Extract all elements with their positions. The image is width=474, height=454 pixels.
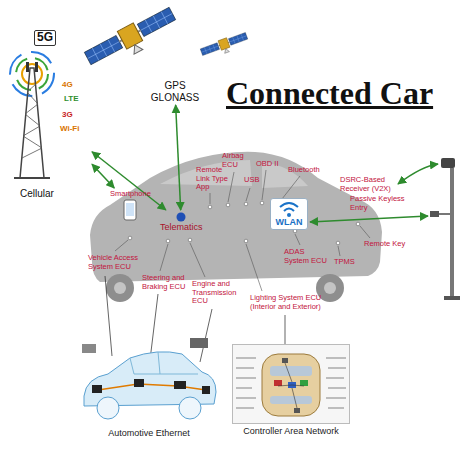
node-text: 3G — [62, 110, 73, 119]
node-text: Telematics — [160, 222, 203, 232]
component-label: Passive Keyless Entry — [350, 195, 414, 212]
component-label: Airbag ECU — [222, 152, 252, 169]
wifi-icon — [275, 201, 303, 217]
node-text: LTE — [64, 94, 79, 103]
cellular-node: 5G 4G LTE 3G Wi-FiCellular — [6, 28, 90, 206]
component-label: Engine and Transmission ECU — [192, 280, 246, 306]
node-text: Cellular — [20, 188, 54, 200]
node-text: Automotive Ethernet — [108, 428, 190, 438]
node-text: Wi-Fi — [60, 124, 79, 133]
component-label: Steering and Braking ECU — [142, 274, 188, 291]
car-silhouette — [90, 152, 382, 302]
component-label: DSRC-Based Receiver (V2X) — [340, 176, 412, 193]
component-label: Remote Key — [364, 240, 414, 249]
signal-arrow — [176, 105, 181, 210]
leader-lines — [115, 170, 370, 291]
ethernet-car-picture — [78, 334, 220, 426]
component-label: ADAS System ECU — [284, 248, 330, 265]
component-label: Lighting System ECU (Interior and Exteri… — [250, 294, 334, 311]
node-text: Smartphone — [110, 190, 151, 199]
wlan-box: WLAN — [270, 198, 308, 230]
telematics-node: Telematics — [160, 212, 203, 232]
node-text: 4G — [62, 80, 73, 89]
telematics-dot — [176, 212, 186, 222]
can-car-picture — [232, 344, 350, 424]
node-text: GPS GLONASS — [150, 80, 200, 103]
component-label: OBD II — [256, 160, 284, 169]
satellite — [200, 31, 250, 61]
can-figure: Controller Area Network — [232, 344, 350, 436]
component-label: USB — [244, 176, 266, 185]
diagram-title: Connected Car — [226, 76, 433, 111]
ethernet-figure: Automotive Ethernet — [78, 334, 220, 438]
node-text: 5G — [34, 30, 56, 46]
component-label: Bluetooth — [288, 166, 328, 175]
satellite-node: GPS GLONASS — [150, 80, 200, 103]
signal-arrow — [92, 164, 114, 188]
smartphone-icon — [123, 199, 137, 221]
cell-tower — [6, 28, 90, 206]
node-text: Controller Area Network — [243, 426, 339, 436]
roadside-unit — [430, 158, 460, 300]
node-text: WLAN — [276, 217, 303, 227]
component-label: Vehicle Access System ECU — [88, 254, 146, 271]
v2x-arrows — [310, 164, 438, 222]
component-label: TPMS — [334, 258, 364, 267]
component-label: Remote Link Type App — [196, 166, 238, 192]
smartphone-node: Smartphone — [110, 190, 151, 221]
satellite — [83, 5, 181, 75]
